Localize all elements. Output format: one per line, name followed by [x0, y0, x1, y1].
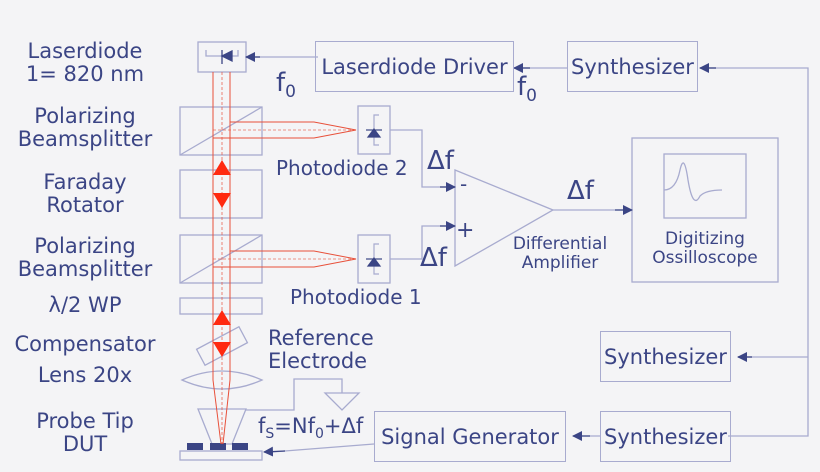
pbs1-diagonal: [179, 106, 263, 156]
amplifier-triangle: [454, 169, 555, 268]
pbs2-box: [179, 234, 263, 284]
oscilloscope-label: Digitizing Ossilloscope: [652, 229, 758, 268]
f0-label-right: f0: [517, 72, 537, 107]
photodiode-icon: [366, 114, 382, 275]
waveplate-box: [179, 297, 263, 315]
laser-beam: [212, 72, 357, 445]
dut-pads: [187, 443, 248, 450]
label-waveplate: λ/2 WP: [48, 293, 122, 317]
compensator-box: [195, 325, 249, 367]
photodiode1-label: Photodiode 1: [290, 285, 422, 309]
lens-shape: [180, 370, 264, 390]
amplifier-label: Differential Amplifier: [512, 234, 608, 273]
plus-input-label: +: [456, 218, 475, 243]
synthesizer-top-block: Synthesizer: [567, 41, 698, 92]
ground-icon: [323, 392, 361, 411]
oscilloscope-screen: [663, 153, 747, 219]
label-laserdiode: Laserdiode 1= 820 nm: [25, 39, 145, 87]
reference-electrode-label: Reference Electrode: [268, 326, 374, 374]
pbs1-box: [179, 106, 263, 156]
minus-input-label: -: [460, 172, 468, 196]
laserdiode-driver-block: Laserdiode Driver: [315, 41, 514, 92]
fs-equation: fS=Nf0+Δf: [258, 414, 364, 443]
label-pbs1: Polarizing Beamsplitter: [17, 104, 153, 152]
laser-diode-icon: [205, 49, 239, 64]
arrow-to-dut: [263, 446, 286, 457]
beam-direction-arrow-icon: [213, 160, 231, 357]
label-pbs2: Polarizing Beamsplitter: [17, 234, 153, 282]
dut-substrate: [179, 450, 263, 461]
f0-label-left: f0: [276, 68, 296, 103]
photodiode2-label: Photodiode 2: [276, 156, 408, 180]
label-compensator: Compensator: [14, 332, 156, 356]
label-probe: Probe Tip DUT: [36, 409, 134, 457]
label-faraday: Faraday Rotator: [43, 170, 127, 218]
label-lens: Lens 20x: [37, 363, 133, 387]
delta-f-output: Δf: [567, 176, 594, 206]
delta-f-pd1: Δf: [420, 243, 447, 273]
synthesizer-bottom-block: Synthesizer: [600, 411, 731, 462]
waveform-icon: [663, 162, 723, 201]
delta-f-pd2: Δf: [427, 146, 454, 176]
synthesizer-mid-block: Synthesizer: [600, 331, 731, 382]
signal-generator-block: Signal Generator: [374, 411, 566, 462]
